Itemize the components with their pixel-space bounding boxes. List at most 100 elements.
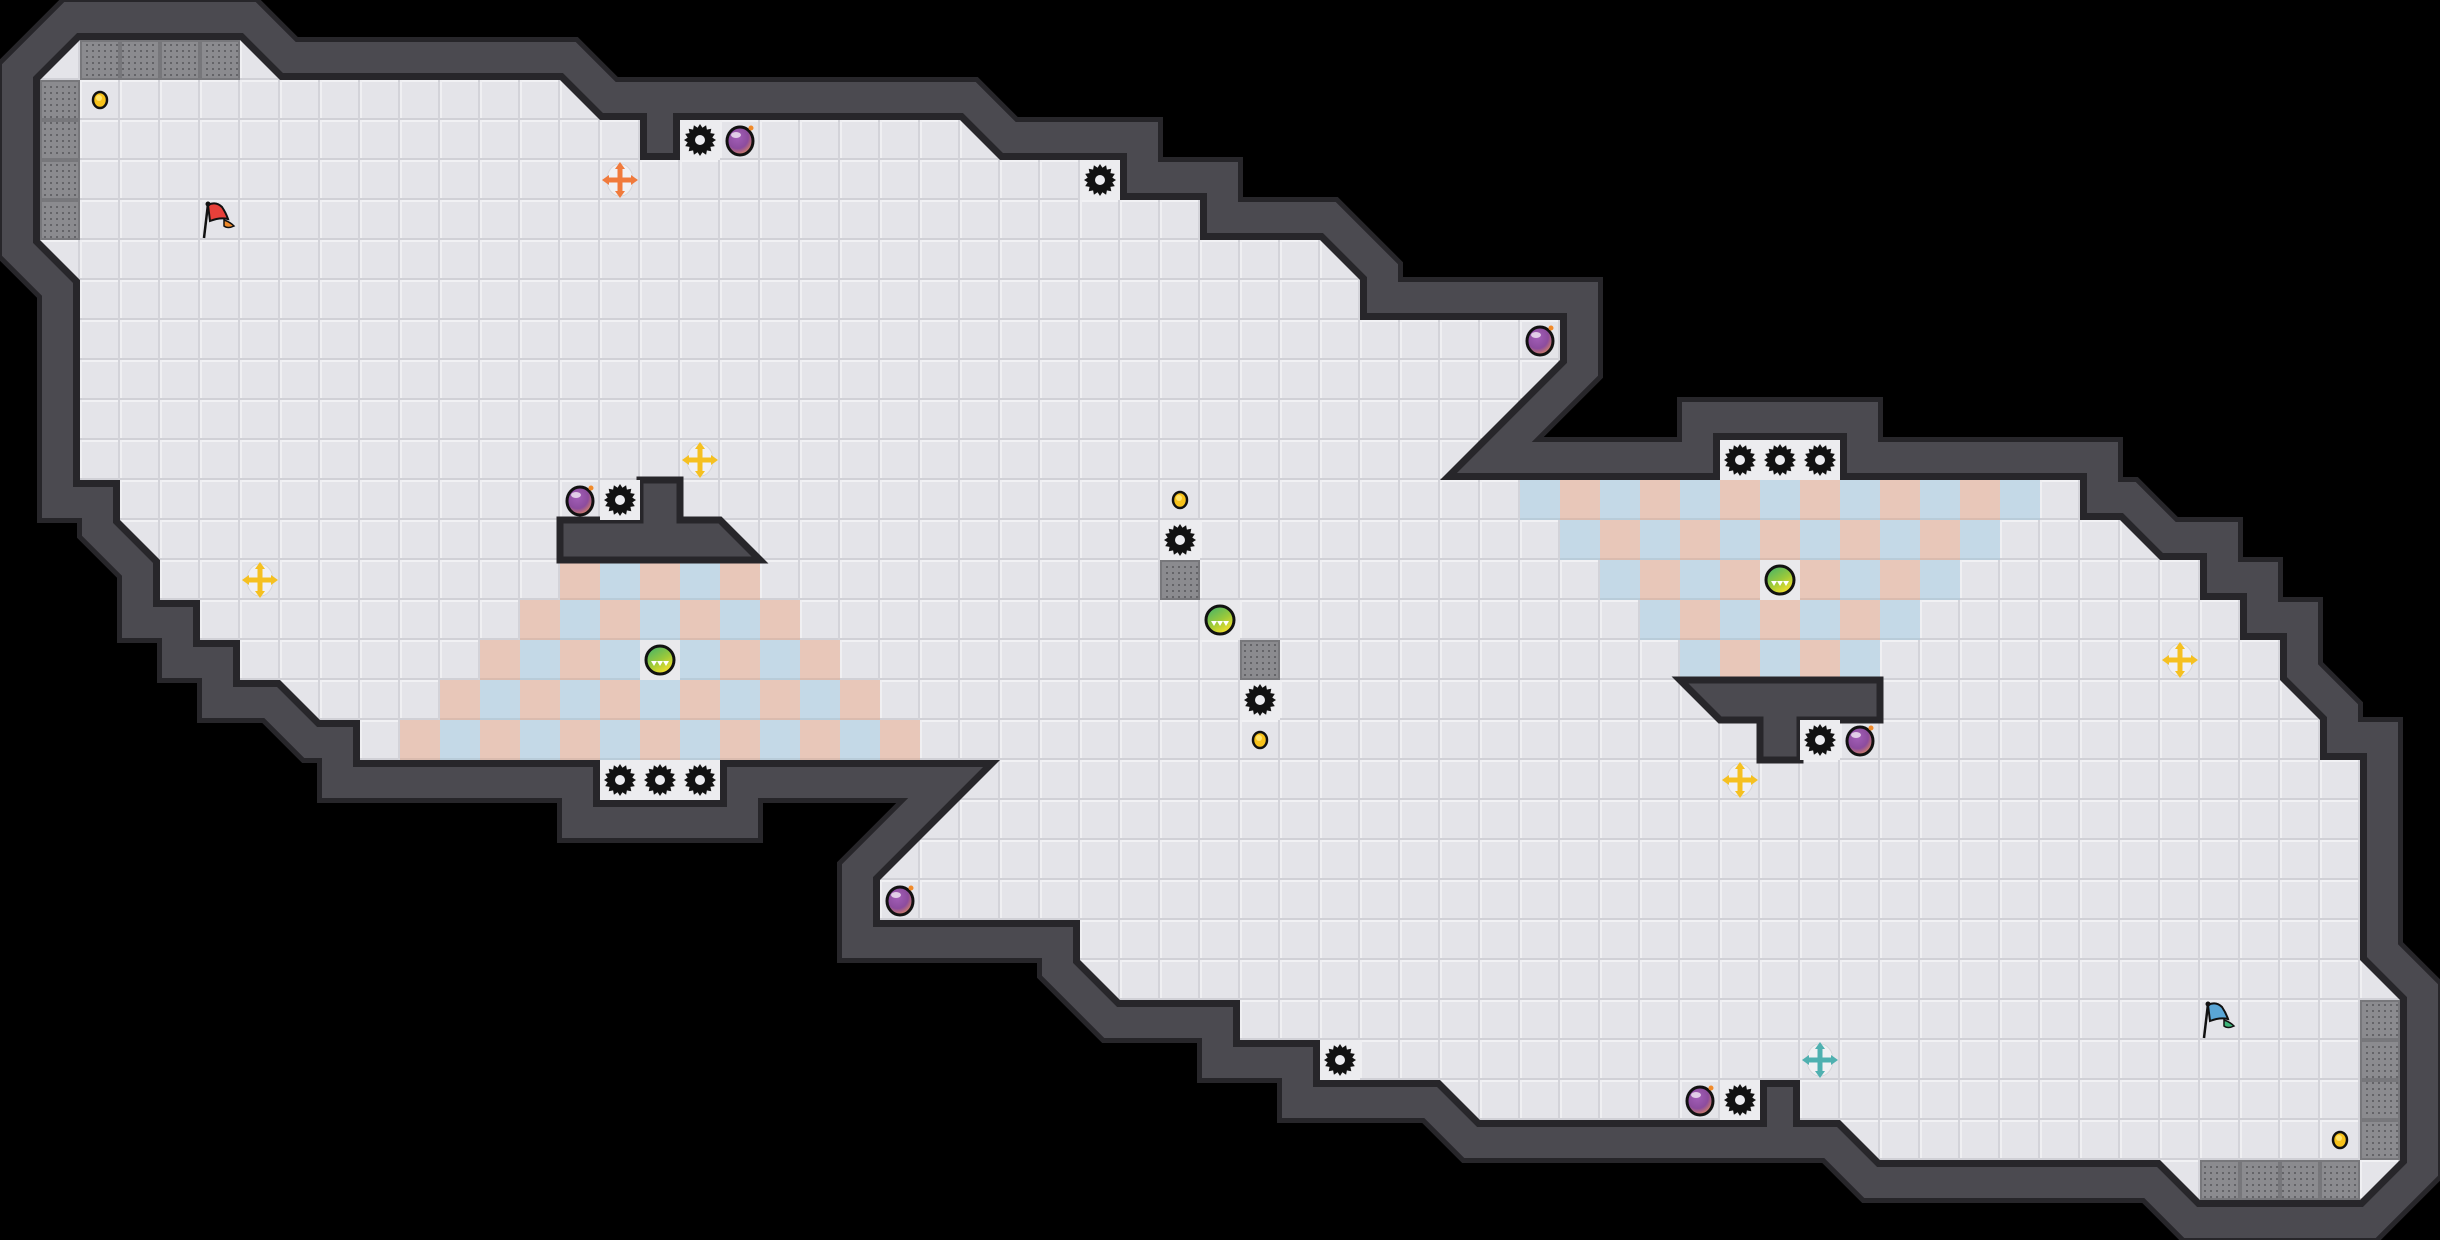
tile-shade <box>1800 638 1840 640</box>
checker-tile-peach <box>760 680 800 720</box>
checker-tile-peach <box>520 600 560 640</box>
spinner-icon[interactable] <box>680 120 720 160</box>
spinner-icon[interactable] <box>1800 440 1840 480</box>
checker-tile-blue <box>1840 480 1880 520</box>
flag-pole <box>2202 1003 2210 1039</box>
teal-cross-icon[interactable] <box>1802 1042 1838 1078</box>
tile-shade <box>520 758 560 760</box>
bomb-icon[interactable] <box>1845 725 1875 757</box>
checker-tile-peach <box>1800 480 1840 520</box>
tile-shade <box>840 758 880 760</box>
bomb-icon[interactable] <box>565 485 595 517</box>
bomb-body <box>885 885 915 917</box>
ball-icon[interactable] <box>640 640 680 680</box>
checker-tile-peach <box>1600 520 1640 560</box>
tile-shade <box>1880 638 1920 640</box>
checker-tile-peach <box>1720 480 1760 520</box>
spinner-icon[interactable] <box>1080 160 1120 200</box>
checker-tile-peach <box>800 720 840 760</box>
checker-tile-peach <box>640 560 680 600</box>
arrow-right <box>271 575 278 585</box>
bomb-spark <box>588 485 594 491</box>
tile-shade <box>760 718 800 720</box>
spinner-icon[interactable] <box>680 760 720 800</box>
cross-horizontal <box>607 177 633 183</box>
yellow-cross-icon[interactable] <box>682 442 718 478</box>
spinner-icon[interactable] <box>1760 440 1800 480</box>
arrow-right <box>631 175 638 185</box>
bomb-body <box>725 125 755 157</box>
tile-shade <box>720 718 760 720</box>
ball-chevron <box>651 661 657 666</box>
arrow-left <box>1722 775 1729 785</box>
yellow-cross-icon[interactable] <box>1722 762 1758 798</box>
checker-tile-peach <box>680 680 720 720</box>
coin-icon[interactable] <box>1171 490 1189 510</box>
coin-shine <box>2336 1135 2342 1141</box>
bomb-shine <box>891 892 901 898</box>
spinner-icon[interactable] <box>1720 440 1760 480</box>
tile-shade <box>680 718 720 720</box>
cross-horizontal <box>1807 1057 1833 1063</box>
ball-icon[interactable] <box>1200 600 1240 640</box>
bomb-icon[interactable] <box>885 885 915 917</box>
tile-shade <box>600 758 640 760</box>
flag-tail <box>2223 1018 2236 1029</box>
ball-chevron <box>1777 581 1783 586</box>
tile-shade <box>640 718 680 720</box>
orange-cross-icon[interactable] <box>602 162 638 198</box>
checker-tile-blue <box>600 560 640 600</box>
tile-shade <box>1920 598 1960 600</box>
checker-tile-peach <box>1880 480 1920 520</box>
spinner-icon[interactable] <box>600 760 640 800</box>
tile-shade <box>840 718 880 720</box>
tile-shade <box>1600 518 1640 520</box>
spinner-icon[interactable] <box>1240 680 1280 720</box>
ball-icon[interactable] <box>1760 560 1800 600</box>
coin-icon[interactable] <box>1251 730 1269 750</box>
grate-tile <box>2360 1080 2400 1120</box>
spinner-hub <box>1095 175 1105 185</box>
bomb-icon[interactable] <box>725 125 755 157</box>
checker-tile-peach <box>1680 600 1720 640</box>
tile-shade <box>1680 558 1720 560</box>
spinner-icon[interactable] <box>600 480 640 520</box>
bomb-spark <box>748 125 754 131</box>
yellow-cross-icon[interactable] <box>242 562 278 598</box>
arrow-up <box>1735 762 1745 769</box>
spinner-icon[interactable] <box>1160 520 1200 560</box>
arrow-down <box>2175 671 2185 678</box>
red-flag-icon[interactable] <box>202 201 236 239</box>
spinner-icon[interactable] <box>1320 1040 1360 1080</box>
checker-tile-blue <box>1760 480 1800 520</box>
checker-tile-peach <box>560 640 600 680</box>
arrow-down <box>255 591 265 598</box>
bomb-icon[interactable] <box>1525 325 1555 357</box>
checker-tile-peach <box>840 680 880 720</box>
tile-shade <box>1680 598 1720 600</box>
checker-tile-peach <box>480 720 520 760</box>
blue-flag-icon[interactable] <box>2202 1001 2236 1039</box>
spinner-icon[interactable] <box>640 760 680 800</box>
tile-shade <box>1880 558 1920 560</box>
spinner-icon[interactable] <box>1720 1080 1760 1120</box>
tile-shade <box>760 678 800 680</box>
coin-icon[interactable] <box>91 90 109 110</box>
checker-tile-peach <box>800 640 840 680</box>
checker-tile-blue <box>1720 520 1760 560</box>
coin-icon[interactable] <box>2331 1130 2349 1150</box>
bomb-body <box>1845 725 1875 757</box>
tile-shade <box>720 638 760 640</box>
checker-tile-peach <box>1640 560 1680 600</box>
tile-shade <box>480 718 520 720</box>
bomb-icon[interactable] <box>1685 1085 1715 1117</box>
checker-tile-peach <box>1880 560 1920 600</box>
checker-tile-blue <box>1680 480 1720 520</box>
checker-tile-peach <box>600 680 640 720</box>
yellow-cross-icon[interactable] <box>2162 642 2198 678</box>
checker-tile-blue <box>520 720 560 760</box>
tile-shade <box>720 598 760 600</box>
arrow-up <box>695 442 705 449</box>
spinner-icon[interactable] <box>1800 720 1840 760</box>
